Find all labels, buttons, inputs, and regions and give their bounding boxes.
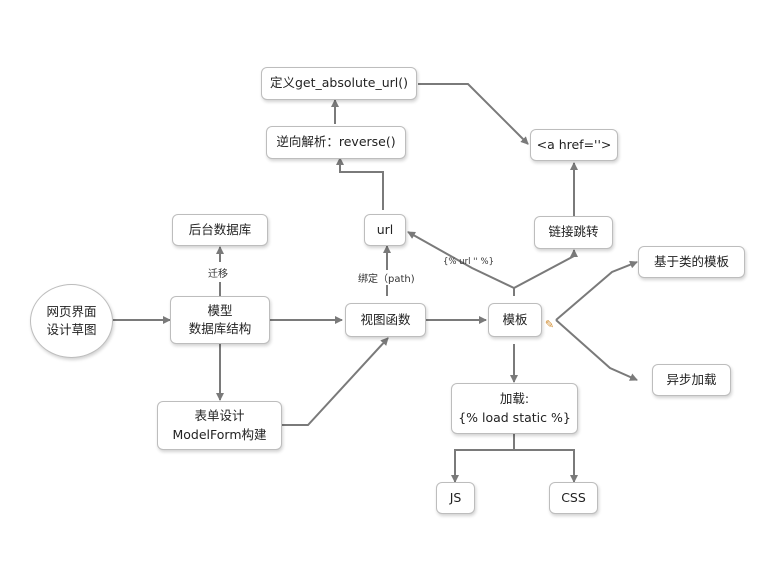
- node-load-line2: {% load static %}: [458, 409, 571, 425]
- node-class-template: 基于类的模板: [638, 246, 745, 278]
- edge-load-css: [514, 449, 578, 483]
- edge-getabs-ahref: [418, 83, 529, 145]
- node-reverse-label: 逆向解析：reverse(): [276, 134, 396, 150]
- node-load-line1: 加载:: [499, 391, 530, 407]
- node-backend-db: 后台数据库: [172, 214, 268, 246]
- node-model: 模型 数据库结构: [170, 296, 270, 344]
- edge-form-view: [282, 337, 389, 426]
- node-reverse: 逆向解析：reverse(): [266, 126, 406, 159]
- node-js-label: JS: [449, 489, 462, 505]
- node-a-href: <a href=''>: [530, 129, 618, 161]
- edge-template-class: [555, 260, 638, 321]
- node-class-template-label: 基于类的模板: [653, 253, 729, 269]
- node-async-load-label: 异步加载: [666, 371, 717, 387]
- node-model-line2: 数据库结构: [188, 321, 252, 336]
- node-view-label: 视图函数: [360, 311, 411, 327]
- edge-label-bind: 绑定（path): [358, 270, 415, 285]
- edge-template-async: [555, 319, 638, 381]
- edge-label-url-tag: {% url '' %}: [443, 257, 494, 267]
- node-webpage-line1: 网页界面: [46, 303, 97, 319]
- edge-load-split: [451, 434, 515, 483]
- node-css-label: CSS: [561, 489, 586, 505]
- node-css: CSS: [549, 482, 598, 514]
- node-backend-db-label: 后台数据库: [188, 221, 252, 237]
- node-a-href-label: <a href=''>: [536, 136, 612, 152]
- edge-label-migrate: 迁移: [208, 265, 228, 280]
- node-link-jump-label: 链接跳转: [548, 224, 599, 240]
- node-load-static: 加载: {% load static %}: [451, 383, 578, 434]
- node-get-absolute-url: 定义get_absolute_url(): [261, 67, 417, 100]
- node-get-abs-label: 定义get_absolute_url(): [269, 75, 409, 91]
- node-form-line1: 表单设计: [194, 408, 245, 424]
- node-model-line1: 模型: [207, 302, 233, 318]
- note-icon: ✎: [544, 318, 555, 331]
- node-async-load: 异步加载: [652, 364, 731, 396]
- node-url-label: url: [376, 221, 394, 237]
- node-template-label: 模板: [502, 311, 528, 327]
- node-url: url: [364, 214, 406, 246]
- edge-url-reverse: [336, 157, 384, 210]
- node-form: 表单设计 ModelForm构建: [157, 401, 282, 450]
- node-webpage-line2: 设计草图: [46, 322, 97, 337]
- node-link-jump: 链接跳转: [534, 216, 613, 249]
- node-webpage-sketch: 网页界面 设计草图: [30, 284, 113, 358]
- node-view-function: 视图函数: [345, 303, 426, 337]
- node-js: JS: [436, 482, 475, 514]
- node-form-line2: ModelForm构建: [172, 426, 267, 442]
- node-template: 模板: [488, 303, 542, 337]
- edge-template-url: [407, 231, 515, 289]
- edge-template-link: [513, 249, 578, 296]
